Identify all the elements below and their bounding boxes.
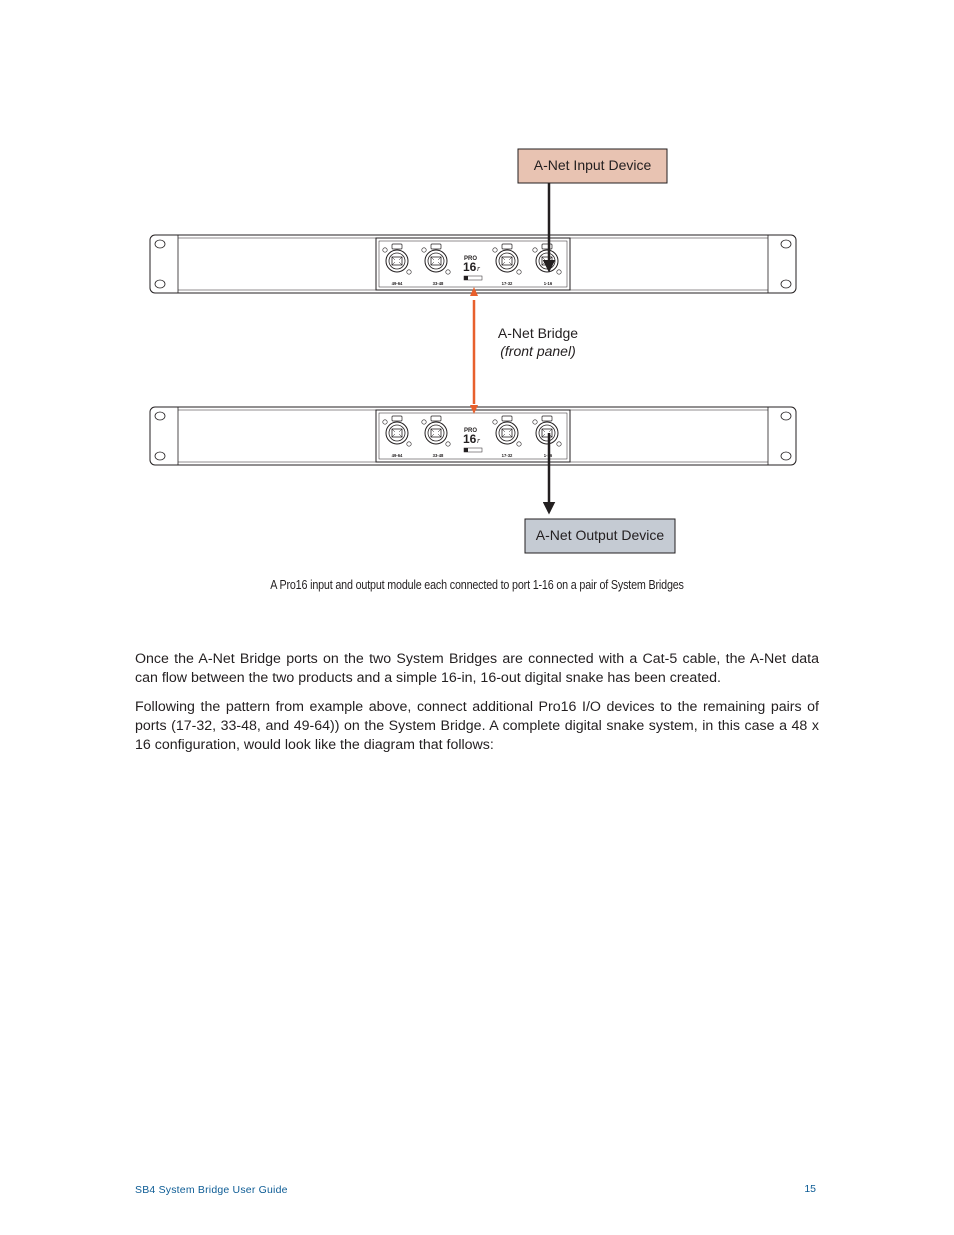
port-label-1-16: 1-16 [544, 281, 553, 286]
figure-caption: A Pro16 input and output module each con… [270, 578, 684, 592]
brand-r: r [477, 436, 481, 445]
port-label-49-64: 49-64 [392, 281, 403, 286]
brand-16: 16 [463, 260, 477, 274]
port-label-49-64: 49-64 [392, 453, 403, 458]
output-device-box [524, 518, 676, 554]
system-bridge-bottom: 49-64 33-48 17-32 1-16 PRO 16 r [150, 407, 796, 465]
brand-pro: PRO [464, 428, 477, 434]
body-paragraph-2: Following the pattern from example above… [135, 699, 819, 753]
footer-page-number: 15 [804, 1183, 816, 1195]
port-label-17-32: 17-32 [502, 281, 513, 286]
port-label-33-48: 33-48 [433, 281, 444, 286]
bridge-label: A-Net Bridge [498, 325, 578, 341]
bridge-arrow-top [470, 287, 478, 296]
port-label-33-48: 33-48 [433, 453, 444, 458]
input-device-box [517, 148, 668, 184]
brand-r: r [477, 264, 481, 273]
bridge-sublabel: (front panel) [500, 343, 575, 359]
connection-diagram: 49-64 33-48 17-32 1-16 PRO 16 r 49-64 33… [0, 148, 954, 554]
body-paragraph-1: Once the A-Net Bridge ports on the two S… [135, 651, 819, 686]
footer-guide-title: SB4 System Bridge User Guide [135, 1184, 288, 1196]
brand-pro: PRO [464, 256, 477, 262]
output-device-label: A-Net Output Device [536, 527, 665, 543]
brand-16: 16 [463, 432, 477, 446]
port-label-17-32: 17-32 [502, 453, 513, 458]
bridge-arrow-bottom [470, 405, 478, 414]
system-bridge-top: 49-64 33-48 17-32 1-16 PRO 16 r [150, 235, 796, 293]
input-device-label: A-Net Input Device [534, 157, 652, 173]
